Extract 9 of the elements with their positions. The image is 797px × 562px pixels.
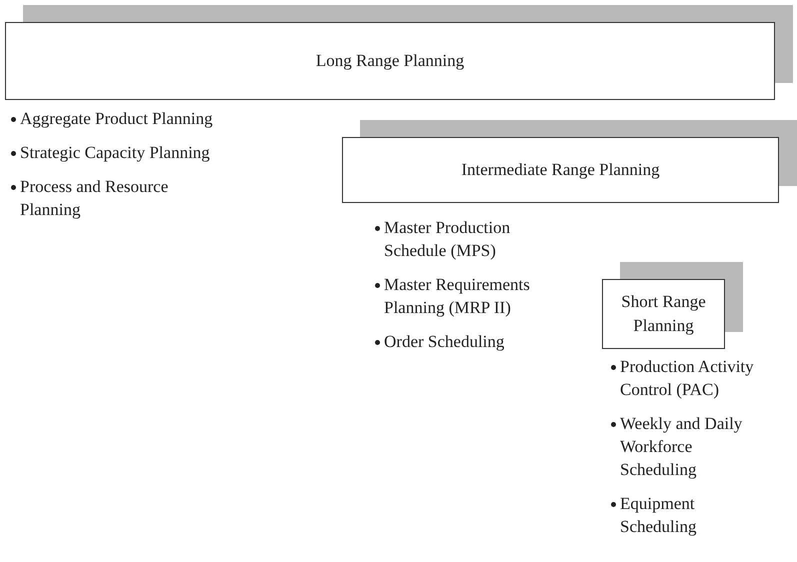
list-item: Master Requirements Planning (MRP II) (384, 275, 530, 317)
list-item: Weekly and Daily Workforce Scheduling (620, 414, 742, 479)
list-item: Aggregate Product Planning (20, 109, 213, 128)
list-item: Master Production Schedule (MPS) (384, 218, 510, 260)
list-item: Production Activity Control (PAC) (620, 357, 754, 399)
list-item: Equipment Scheduling (620, 494, 696, 536)
list-item: Strategic Capacity Planning (20, 143, 210, 162)
list-item: Process and Resource Planning (20, 177, 168, 219)
list-item: Order Scheduling (384, 332, 504, 351)
